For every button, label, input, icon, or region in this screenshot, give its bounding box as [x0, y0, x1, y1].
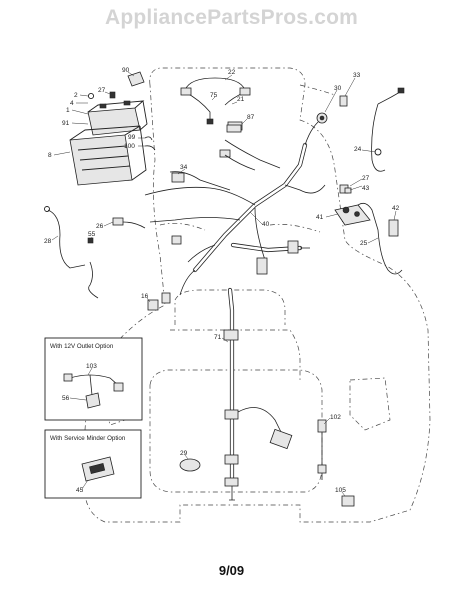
callout-34: 34 — [180, 164, 188, 171]
inset-service-minder: With Service Minder Option — [44, 429, 142, 499]
callout-8: 8 — [48, 152, 52, 159]
callout-55: 55 — [88, 231, 96, 238]
callout-75: 75 — [210, 92, 218, 99]
callout-100: 100 — [124, 143, 135, 150]
battery-assembly — [69, 91, 156, 186]
callout-102: 102 — [330, 414, 341, 421]
callout-26: 26 — [96, 223, 104, 230]
callout-91: 91 — [62, 120, 70, 127]
callout-87: 87 — [247, 114, 255, 121]
callout-27-right: 27 — [362, 175, 370, 182]
inset-minder-title: With Service Minder Option — [50, 435, 126, 442]
callout-45: 45 — [76, 487, 84, 494]
inset-outlet-title: With 12V Outlet Option — [50, 343, 114, 350]
main-harness — [144, 121, 326, 501]
left-cables — [44, 206, 146, 299]
callout-29: 29 — [180, 450, 188, 457]
callout-24: 24 — [354, 146, 362, 153]
callout-2: 2 — [74, 92, 78, 99]
switch-29 — [179, 458, 201, 472]
right-components — [316, 87, 405, 172]
small-parts — [147, 124, 242, 311]
solenoid-area — [334, 184, 403, 275]
callout-25: 25 — [360, 240, 368, 247]
callout-labels: 90 22 75 21 33 30 2 27 4 1 91 87 99 100 … — [44, 67, 400, 494]
watermark: AppliancePartsPros.com — [105, 6, 358, 29]
callout-43: 43 — [362, 185, 370, 192]
callout-33: 33 — [353, 72, 361, 79]
leader-lines — [51, 71, 397, 497]
callout-90: 90 — [122, 67, 130, 74]
callout-99: 99 — [128, 134, 136, 141]
callout-56: 56 — [62, 395, 70, 402]
callout-4: 4 — [70, 100, 74, 107]
callout-41: 41 — [316, 214, 324, 221]
callout-27-top: 27 — [98, 87, 106, 94]
page-number: 9/09 — [218, 563, 245, 578]
callout-42: 42 — [392, 205, 400, 212]
callout-71: 71 — [214, 334, 222, 341]
callout-1: 1 — [66, 107, 70, 114]
callout-103: 103 — [86, 363, 97, 370]
callout-105: 105 — [335, 487, 346, 494]
callout-16: 16 — [141, 293, 149, 300]
callout-22: 22 — [228, 69, 236, 76]
callout-28: 28 — [44, 238, 52, 245]
callout-30: 30 — [334, 85, 342, 92]
callout-40: 40 — [262, 221, 270, 228]
inset-12v-outlet: With 12V Outlet Option — [44, 337, 143, 421]
callout-21: 21 — [237, 96, 245, 103]
right-lower — [317, 419, 355, 507]
top-harness — [127, 71, 251, 131]
